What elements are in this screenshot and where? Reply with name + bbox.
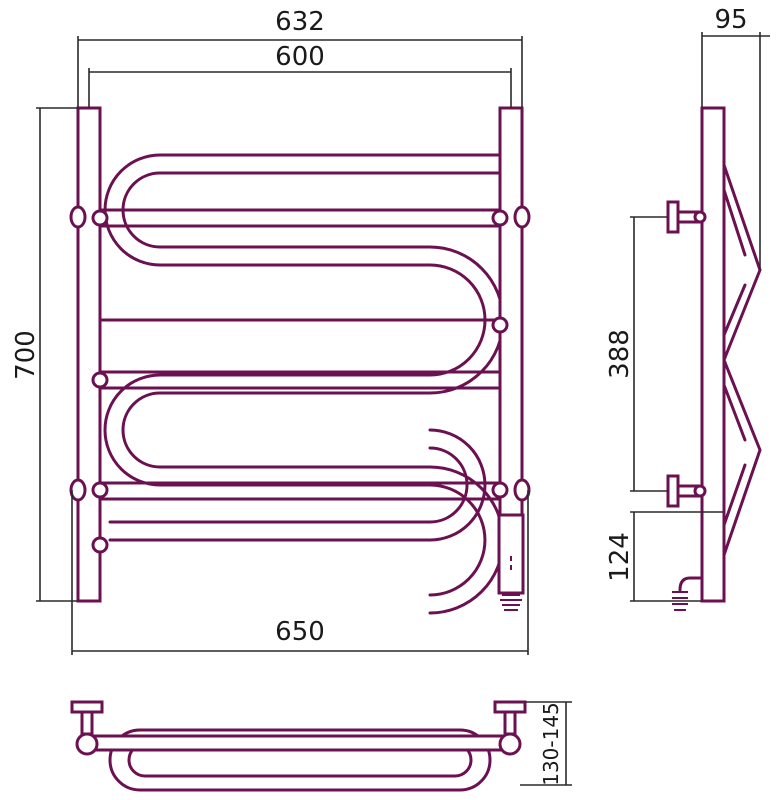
side-collector	[700, 106, 726, 603]
left-collector	[76, 106, 102, 603]
serpentine-pipe-inner	[121, 171, 505, 615]
serpentine-pipe-outer	[103, 153, 502, 597]
top-bracket-right	[493, 700, 527, 756]
dim-label-700: 700	[11, 330, 41, 380]
dim-label-95: 95	[714, 5, 747, 35]
bar-end-cap-6	[491, 481, 509, 499]
dim-label-632: 632	[275, 7, 325, 37]
right-collector	[498, 106, 524, 518]
side-zigzag-inner	[722, 188, 747, 527]
side-bracket-bottom	[666, 474, 707, 508]
top-dimensions: 130-145	[520, 701, 572, 786]
dim-label-130-145: 130-145	[539, 702, 563, 786]
bar-end-cap-5	[91, 481, 109, 499]
side-bracket-top	[666, 200, 707, 234]
heating-element-body	[497, 513, 525, 595]
side-zigzag-outer	[722, 163, 762, 557]
heating-element-cable-coil	[500, 594, 522, 611]
dim-label-124: 124	[605, 532, 635, 582]
side-cable	[678, 576, 704, 592]
side-dimensions: 95 388 124	[605, 5, 770, 602]
top-crossbar	[93, 734, 517, 752]
top-bracket-left	[70, 700, 104, 756]
top-view	[70, 700, 527, 792]
mount-knob-left-bottom	[69, 478, 87, 502]
front-dimensions: 632 600 700 650	[11, 7, 529, 655]
mount-knob-right-top	[513, 205, 531, 229]
dim-label-388: 388	[605, 329, 635, 379]
mount-knob-right-bottom	[513, 478, 531, 502]
bar-end-cap-7	[91, 536, 109, 554]
bar-end-cap-1	[91, 209, 109, 227]
dim-label-650: 650	[275, 617, 325, 647]
dim-label-600: 600	[275, 42, 325, 72]
side-view	[666, 106, 762, 611]
serpentine-pipe-lower-loop	[108, 428, 487, 542]
bar-end-cap-3	[491, 316, 509, 334]
bar-end-cap-4	[91, 371, 109, 389]
bar-end-cap-2	[491, 209, 509, 227]
front-view	[69, 106, 531, 615]
side-cable-coil	[672, 591, 688, 611]
mount-knob-left-top	[69, 205, 87, 229]
